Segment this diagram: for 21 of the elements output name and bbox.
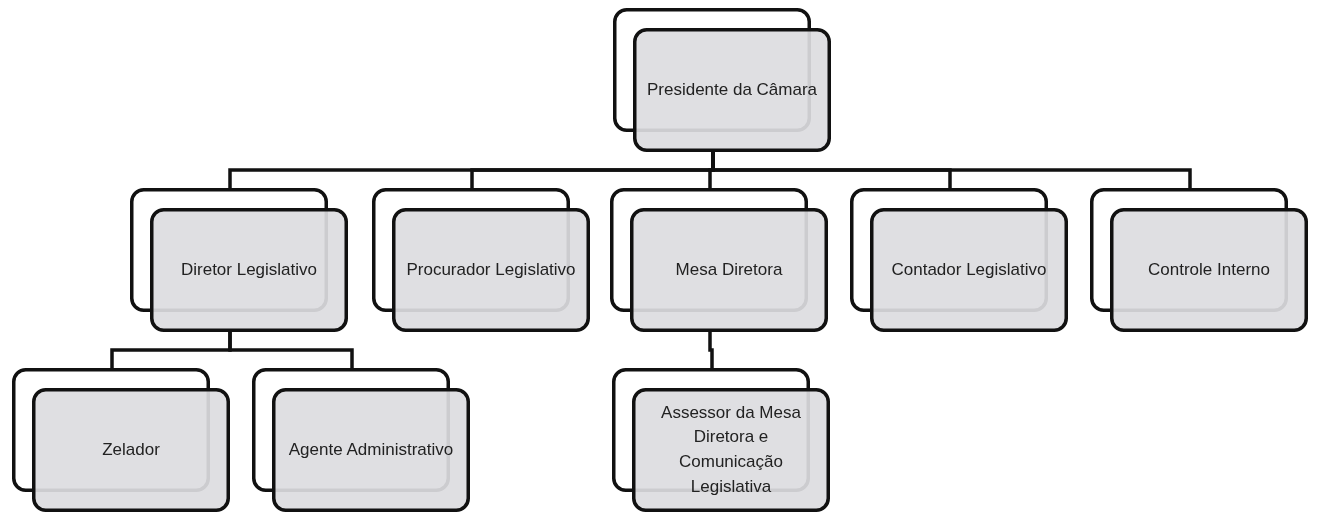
position-title: Presidente da Câmara bbox=[645, 78, 819, 101]
position-title: Agente Administrativo bbox=[287, 438, 455, 461]
position-title: Zelador bbox=[101, 438, 161, 461]
stacked-position-box bbox=[612, 368, 830, 512]
position-title: Mesa Diretora bbox=[674, 258, 784, 281]
stacked-position-box bbox=[252, 368, 470, 512]
position-title: Controle Interno bbox=[1147, 258, 1271, 281]
stacked-position-box bbox=[130, 188, 348, 332]
stacked-position-box bbox=[613, 8, 831, 152]
position-title: Diretor Legislativo bbox=[179, 258, 319, 281]
stacked-position-box bbox=[12, 368, 230, 512]
stacked-position-box bbox=[1090, 188, 1308, 332]
position-title: Contador Legislativo bbox=[890, 258, 1048, 281]
position-title: Procurador Legislativo bbox=[405, 258, 577, 281]
stacked-position-box bbox=[850, 188, 1068, 332]
connector-line bbox=[711, 152, 1192, 188]
position-title: Assessor da Mesa Diretora e Comunicação Legislativa bbox=[660, 401, 802, 498]
connector-line bbox=[228, 332, 354, 368]
connector-line bbox=[708, 332, 714, 368]
stacked-position-box bbox=[610, 188, 828, 332]
stacked-position-box bbox=[372, 188, 590, 332]
